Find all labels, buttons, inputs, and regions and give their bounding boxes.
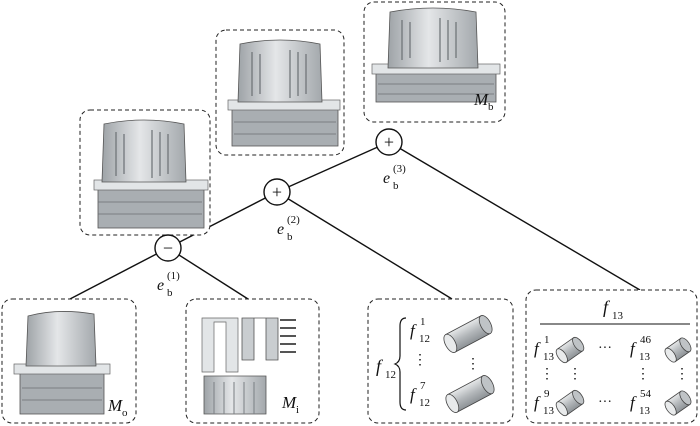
f12-vdots-left: ⋮ xyxy=(413,353,427,368)
union-top-symbol: + xyxy=(384,132,394,152)
f13-vdots-2: ⋮ xyxy=(568,367,582,382)
f13-cylinder-br xyxy=(664,390,692,416)
f12-bottom-sub: 12 xyxy=(419,397,430,409)
mb-blade-image xyxy=(371,7,501,103)
subtract-label: e xyxy=(157,277,164,294)
f12-top-main: f xyxy=(410,321,417,340)
f13-cylinder-bl xyxy=(555,389,585,417)
f13-vdots-4: ⋮ xyxy=(675,367,689,382)
sub-blade-image xyxy=(93,119,209,229)
f12-top-sub: 12 xyxy=(419,333,430,345)
node-sub-panel xyxy=(79,109,211,236)
f13-vdots-3: ⋮ xyxy=(636,367,650,382)
f13-tl-sup: 1 xyxy=(544,334,550,346)
subtract-sub: b xyxy=(167,287,173,299)
subtract-sup: (1) xyxy=(167,270,180,282)
f13-bl-main: f xyxy=(534,393,541,412)
union-top-label: e xyxy=(383,170,390,187)
f13-br-sup: 54 xyxy=(640,388,652,400)
edge-mid-to-sub xyxy=(167,191,278,249)
f12-top-sup: 1 xyxy=(420,316,426,328)
f13-tr-main: f xyxy=(630,339,637,358)
edge-sub-to-mi xyxy=(167,247,249,300)
f13-tl-sub: 13 xyxy=(543,351,555,363)
mid-blade-image xyxy=(227,39,341,147)
node-mo-panel: M o xyxy=(1,298,137,424)
node-mi-panel: M i xyxy=(185,298,320,424)
f12-group-label: f xyxy=(376,356,384,376)
f13-br-sub: 13 xyxy=(639,405,651,417)
f12-cylinder-top xyxy=(443,315,493,353)
edge-mid-to-f12 xyxy=(276,191,453,300)
f12-group-label-sub: 12 xyxy=(385,369,396,381)
edge-top-to-f13 xyxy=(388,141,641,291)
f13-cylinder-tr xyxy=(664,337,692,363)
f13-tr-sub: 13 xyxy=(639,351,651,363)
edge-sub-to-mo xyxy=(69,247,169,300)
union-mid-symbol: + xyxy=(272,182,282,202)
f12-vdots-right: ⋮ xyxy=(466,357,480,372)
tree-edges xyxy=(69,141,641,300)
f13-bl-sub: 13 xyxy=(543,405,555,417)
union-mid-sup: (2) xyxy=(287,214,300,226)
mo-label-sub: o xyxy=(122,407,128,419)
f13-hdots-bottom: ··· xyxy=(598,395,612,410)
union-mid-label: e xyxy=(277,221,284,238)
mb-label-sub: b xyxy=(488,101,494,113)
node-f13-panel: f 13 f 13 1 ··· f 13 46 ⋮ ⋮ ⋮ ⋮ f 13 9 xyxy=(525,289,698,424)
f13-hdots-top: ··· xyxy=(598,341,612,356)
operator-union-top: + e b (3) xyxy=(375,128,406,192)
f13-tl-main: f xyxy=(534,339,541,358)
mi-label-sub: i xyxy=(296,404,299,416)
union-mid-sub: b xyxy=(287,231,293,243)
f13-title-sub: 13 xyxy=(612,310,624,322)
subtract-symbol: − xyxy=(163,238,173,258)
union-top-sub: b xyxy=(393,180,399,192)
node-mid-panel xyxy=(215,29,345,156)
operator-union-mid: + e b (2) xyxy=(263,178,300,243)
f12-cylinder-bottom xyxy=(445,375,495,413)
f12-bottom-main: f xyxy=(410,385,417,404)
union-top-sup: (3) xyxy=(393,163,406,175)
f13-tr-sup: 46 xyxy=(640,334,652,346)
mi-core-image xyxy=(201,317,296,415)
f12-bottom-sup: 7 xyxy=(420,380,426,392)
node-mb-panel: M b xyxy=(363,1,506,123)
mb-label: M xyxy=(473,90,489,109)
f12-brace xyxy=(393,317,407,411)
mi-label: M xyxy=(281,393,297,412)
f13-vdots-1: ⋮ xyxy=(540,367,554,382)
f13-bl-sup: 9 xyxy=(544,388,550,400)
mo-label: M xyxy=(107,396,123,415)
operator-subtract: − e b (1) xyxy=(154,234,182,299)
f13-title: f xyxy=(603,297,611,317)
edge-top-to-mid xyxy=(276,141,390,193)
f13-cylinder-tl xyxy=(555,336,585,364)
node-f12-panel: f 12 f 12 1 ⋮ f 12 7 ⋮ xyxy=(367,298,514,424)
f13-br-main: f xyxy=(630,393,637,412)
mo-blade-image xyxy=(13,311,111,415)
